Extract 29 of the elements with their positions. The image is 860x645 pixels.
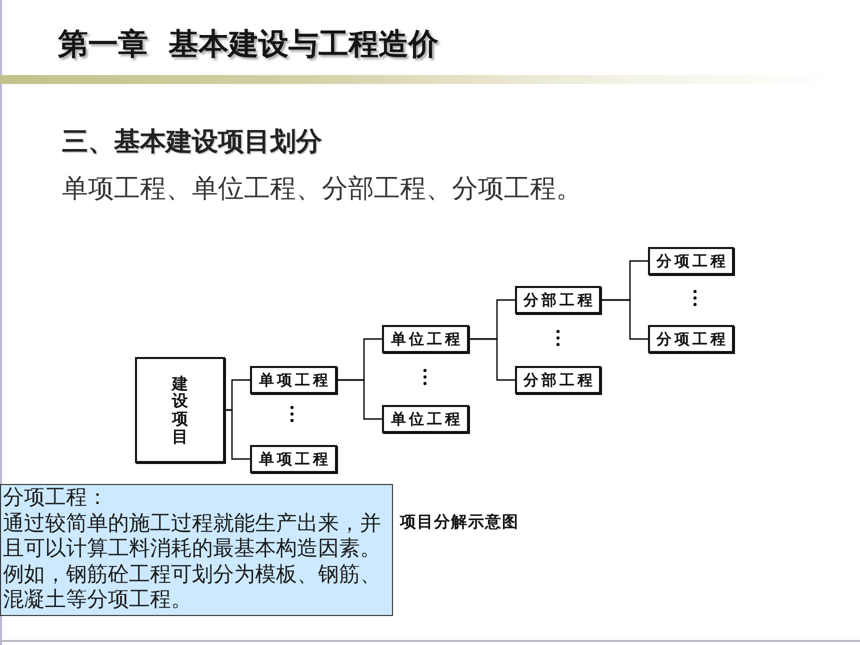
connector-line: [601, 299, 648, 340]
process-box: [515, 286, 601, 314]
box-label: 单项工程: [258, 370, 331, 390]
body-text: 单项工程、单位工程、分部工程、分项工程。: [62, 173, 582, 206]
process-box: [515, 366, 601, 394]
connector-line: [337, 379, 382, 420]
process-box: [648, 247, 734, 275]
note-heading: 分项工程：: [3, 485, 109, 510]
box-label: 分项工程: [655, 329, 728, 349]
process-box: [382, 325, 469, 353]
process-box: [382, 405, 469, 433]
process-box: [250, 366, 337, 394]
connector-line: [469, 338, 515, 381]
box-label: 分部工程: [522, 290, 596, 310]
connector-line: [225, 409, 250, 460]
box-label: 单位工程: [390, 329, 463, 349]
box-label: 分项工程: [655, 251, 728, 271]
box-label: 单项工程: [258, 449, 331, 469]
chapter-title: 第一章 基本建设与工程造价: [58, 27, 438, 63]
box-label: 单位工程: [390, 409, 463, 429]
project-box: [135, 357, 225, 463]
section-heading: 三、基本建设项目划分: [62, 126, 322, 159]
process-box: [648, 325, 734, 353]
note-box: [0, 484, 393, 616]
process-box: [250, 445, 337, 473]
box-label: 分部工程: [522, 370, 596, 390]
vertical-label: 建设项目: [172, 374, 188, 446]
note-text: 通过较简单的施工过程就能生产出来，并且可以计算工料消耗的最基本构造因素。例如，钢筋砼工程可划分为模板、钢筋、混凝土等分项工程。: [3, 510, 382, 612]
figure-caption: 项目分解示意图: [400, 511, 519, 533]
